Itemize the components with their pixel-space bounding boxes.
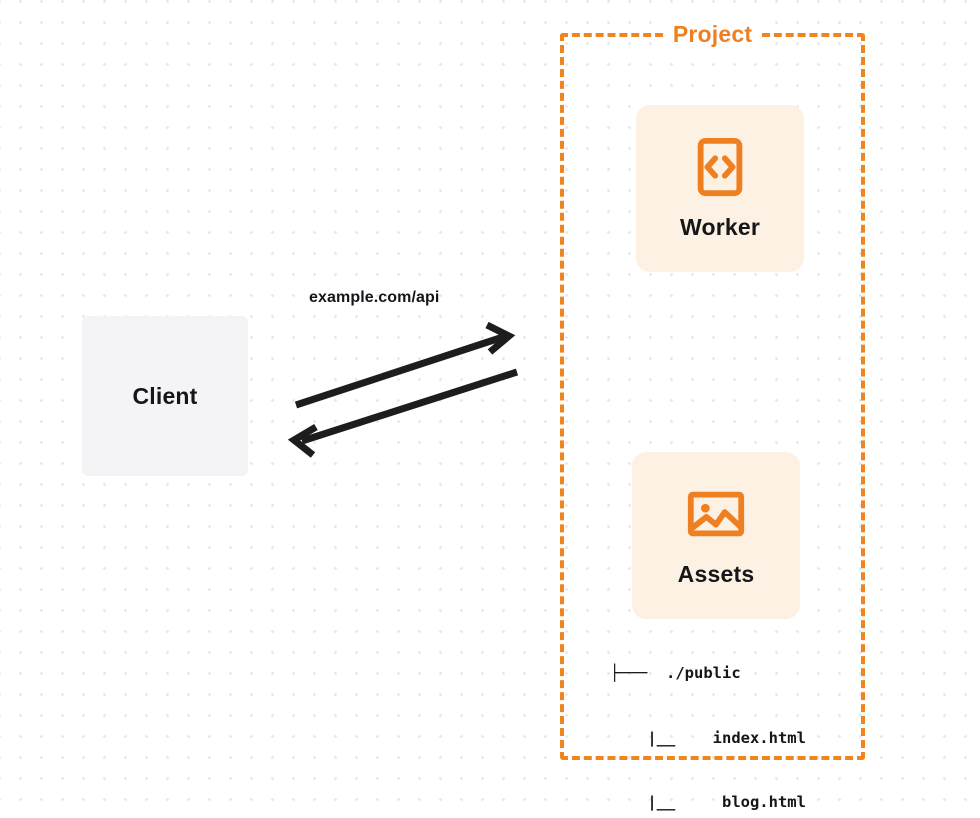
assets-card-label: Assets: [677, 561, 755, 587]
project-title: Project: [663, 21, 762, 48]
file-tree-line: ├─── ./public: [610, 664, 741, 682]
response-arrowhead-icon: [287, 423, 318, 458]
worker-card-label: Worker: [679, 214, 761, 240]
asset-file-tree: ├─── ./public |__ index.html |__ blog.ht…: [610, 620, 806, 818]
code-brackets-icon: [697, 137, 743, 197]
client-node[interactable]: Client: [82, 316, 248, 476]
project-container: Project Worker Assets ├─── ./public |__ …: [560, 21, 865, 811]
request-arrow: [294, 333, 505, 409]
client-label: Client: [132, 382, 198, 409]
worker-card[interactable]: Worker: [636, 105, 804, 272]
image-icon: [687, 491, 745, 537]
request-url-label: example.com/api: [309, 289, 440, 306]
assets-card[interactable]: Assets: [632, 452, 800, 619]
response-arrow: [300, 368, 519, 445]
file-tree-line: |__ blog.html: [610, 793, 806, 811]
request-arrowhead-icon: [485, 321, 516, 355]
file-tree-line: |__ index.html: [610, 728, 806, 747]
